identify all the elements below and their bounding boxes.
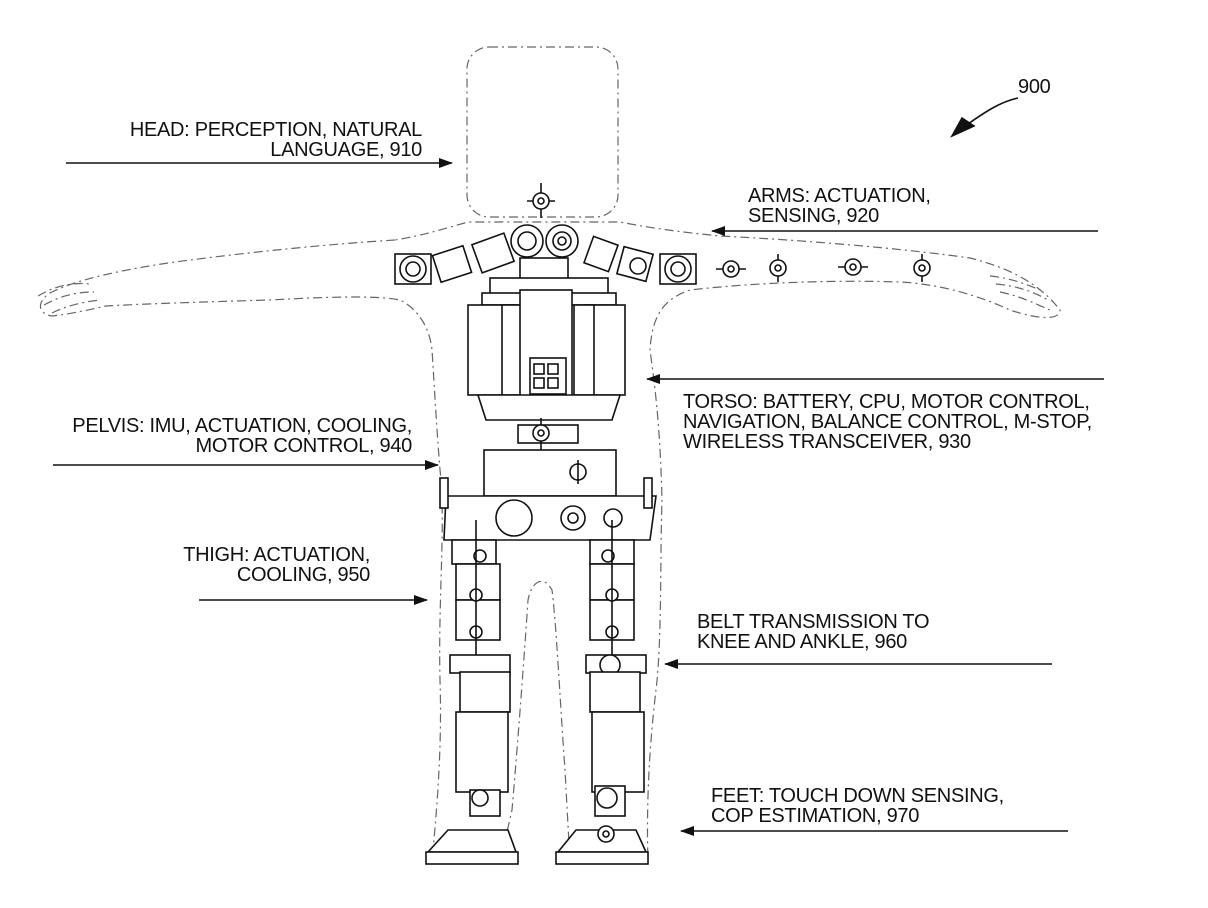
- figure-number: 900: [1018, 76, 1051, 98]
- label-head: HEAD: PERCEPTION, NATURAL LANGUAGE, 910: [130, 120, 422, 160]
- label-arms-line-2: SENSING, 920: [748, 205, 879, 227]
- label-thigh-line-1: THIGH: ACTUATION,: [183, 544, 370, 566]
- torso-frame: [467, 257, 626, 421]
- label-torso-line-1: TORSO: BATTERY, CPU, MOTOR CONTROL,: [683, 391, 1090, 413]
- right-arm-actuators: [582, 235, 697, 285]
- body-outline: [37, 46, 1061, 863]
- head-outline: [466, 46, 619, 218]
- label-thigh-line-2: COOLING, 950: [236, 564, 370, 586]
- label-head-line-2: LANGUAGE, 910: [270, 139, 422, 161]
- label-feet-line-1: FEET: TOUCH DOWN SENSING,: [711, 785, 1004, 807]
- label-thigh: THIGH: ACTUATION, COOLING, 950: [183, 545, 370, 585]
- forearm-sensors: [716, 254, 931, 282]
- label-belt-line-1: BELT TRANSMISSION TO: [697, 611, 930, 633]
- label-pelvis: PELVIS: IMU, ACTUATION, COOLING, MOTOR C…: [72, 416, 412, 456]
- label-pelvis-line-1: PELVIS: IMU, ACTUATION, COOLING,: [72, 415, 412, 437]
- robot-mechanism: [394, 183, 931, 865]
- label-torso-line-3: WIRELESS TRANSCEIVER, 930: [683, 431, 971, 453]
- leader-arrows: [53, 97, 1104, 836]
- pelvis: [439, 449, 657, 541]
- right-leg: [555, 520, 649, 865]
- waist-joint: [517, 418, 579, 450]
- label-feet: FEET: TOUCH DOWN SENSING, COP ESTIMATION…: [711, 786, 1004, 826]
- label-head-line-1: HEAD: PERCEPTION, NATURAL: [129, 119, 422, 141]
- label-feet-line-2: COP ESTIMATION, 970: [711, 805, 920, 827]
- label-torso-line-2: NAVIGATION, BALANCE CONTROL, M-STOP,: [683, 411, 1092, 433]
- left-leg: [425, 520, 519, 865]
- label-torso: TORSO: BATTERY, CPU, MOTOR CONTROL, NAVI…: [683, 392, 1092, 452]
- arrow-figure-number: [967, 97, 1019, 125]
- right-hand-sketch: [989, 275, 1051, 311]
- left-arm-actuators: [394, 224, 579, 285]
- neck-joint: [527, 183, 555, 218]
- label-arms-line-1: ARMS: ACTUATION,: [748, 185, 931, 207]
- torso-arms-outline: [39, 221, 1061, 863]
- label-pelvis-line-2: MOTOR CONTROL, 940: [195, 435, 413, 457]
- label-belt: BELT TRANSMISSION TO KNEE AND ANKLE, 960: [697, 611, 930, 653]
- label-arms: ARMS: ACTUATION, SENSING, 920: [748, 186, 931, 226]
- left-hand-sketch: [37, 282, 101, 314]
- label-belt-line-2: KNEE AND ANKLE, 960: [697, 631, 907, 653]
